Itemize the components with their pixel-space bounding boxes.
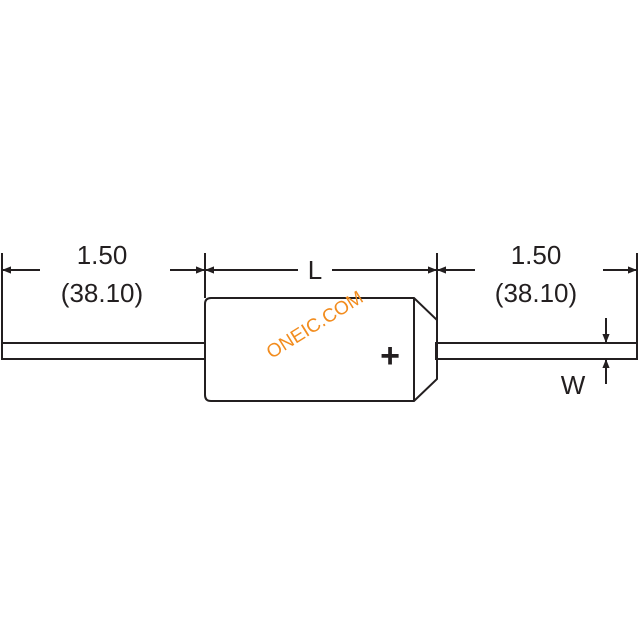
left-lead-wire: [1, 342, 206, 360]
left-lead-length-mm: (38.10): [61, 278, 143, 308]
lead-width-label: W: [561, 370, 586, 400]
right-lead-wire: [435, 342, 638, 360]
body-length-label: L: [308, 255, 322, 285]
left-lead-length-inch: 1.50: [77, 240, 128, 270]
capacitor-body: [204, 297, 438, 402]
right-lead-length-mm: (38.10): [495, 278, 577, 308]
right-lead-length-inch: 1.50: [511, 240, 562, 270]
polarity-plus-mark: +: [380, 337, 400, 375]
